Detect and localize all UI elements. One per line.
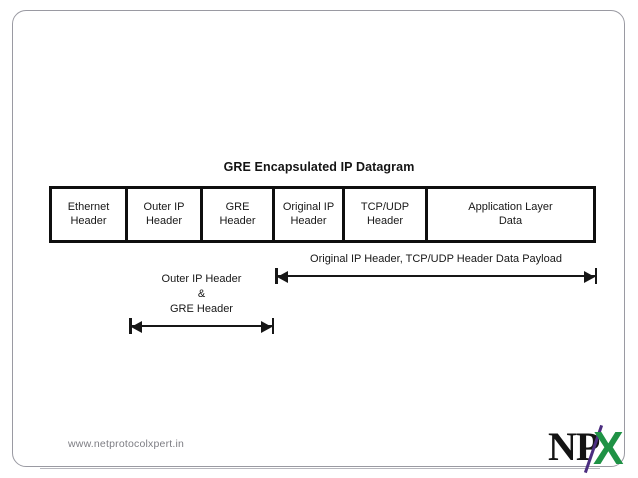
arrow-head-right-icon bbox=[584, 270, 595, 283]
page-title: GRE Encapsulated IP Datagram bbox=[223, 160, 415, 174]
arrow-end-cap-right bbox=[594, 268, 597, 284]
packet-field-original-ip-header: Original IP Header bbox=[275, 189, 345, 240]
packet-field-tcp-udp-header: TCP/UDP Header bbox=[345, 189, 428, 240]
packet-field-application-layer-data: Application Layer Data bbox=[428, 189, 593, 240]
arrow-end-cap-right bbox=[271, 318, 274, 334]
outer-span-label-line2: & bbox=[197, 287, 206, 300]
payload-span-label: Original IP Header, TCP/UDP Header Data … bbox=[310, 253, 562, 265]
outer-span-label: Outer IP Header & GRE Header bbox=[74, 272, 329, 317]
packet-field-label-line1: Original IP bbox=[282, 200, 335, 213]
arrow-end-cap-left bbox=[129, 318, 132, 334]
packet-field-label-line2: Header bbox=[145, 214, 183, 227]
arrow-head-left-icon bbox=[131, 320, 142, 333]
packet-field-label-line1: Outer IP bbox=[143, 200, 185, 213]
outer-span-label-line3: GRE Header bbox=[170, 302, 233, 315]
packet-structure-diagram: Ethernet Header Outer IP Header GRE Head… bbox=[49, 186, 596, 243]
footer-divider bbox=[40, 468, 600, 469]
packet-field-outer-ip-header: Outer IP Header bbox=[128, 189, 203, 240]
outer-span-label-line1: Outer IP Header bbox=[161, 273, 242, 285]
packet-field-ethernet-header: Ethernet Header bbox=[52, 189, 128, 240]
outer-span-double-arrow bbox=[129, 318, 274, 334]
npx-brand-logo: NP X bbox=[548, 424, 632, 474]
logo-text-x: X bbox=[593, 422, 624, 474]
arrow-end-cap-left bbox=[275, 268, 278, 284]
packet-field-label-line1: Application Layer bbox=[468, 200, 553, 213]
packet-field-label-line2: Data bbox=[498, 214, 523, 227]
arrow-line bbox=[275, 275, 597, 277]
packet-field-gre-header: GRE Header bbox=[203, 189, 275, 240]
footer-website-url: www.netprotocolxpert.in bbox=[68, 438, 185, 450]
payload-span-double-arrow bbox=[275, 268, 597, 284]
packet-field-label-line2: Header bbox=[366, 214, 404, 227]
arrow-head-right-icon bbox=[261, 320, 272, 333]
packet-field-label-line2: Header bbox=[290, 214, 327, 227]
packet-field-label-line2: Header bbox=[70, 214, 107, 227]
packet-field-label-line1: Ethernet bbox=[67, 200, 110, 213]
arrow-line bbox=[129, 325, 274, 327]
packet-field-label-line1: GRE bbox=[225, 200, 250, 213]
packet-field-label-line1: TCP/UDP bbox=[360, 200, 410, 213]
arrow-head-left-icon bbox=[277, 270, 288, 283]
packet-field-label-line2: Header bbox=[219, 214, 256, 227]
